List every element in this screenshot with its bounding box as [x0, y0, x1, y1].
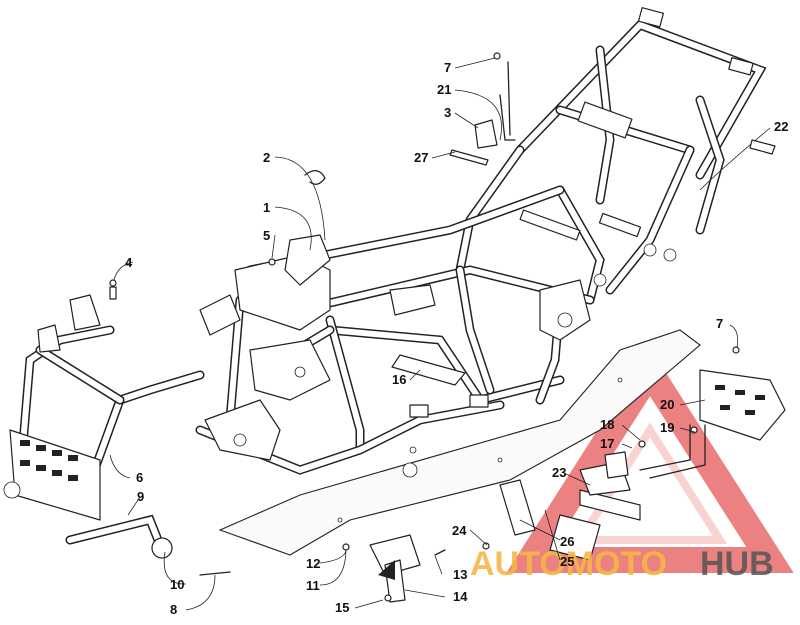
callout-5: 5 — [263, 228, 270, 243]
callout-26: 26 — [560, 534, 574, 549]
callout-14: 14 — [453, 589, 468, 604]
callout-7-right: 7 — [716, 316, 723, 331]
front-bumper — [3, 294, 205, 559]
callout-20: 20 — [660, 397, 674, 412]
hardware — [109, 52, 740, 602]
part-16 — [391, 354, 466, 386]
callout-9: 9 — [137, 489, 144, 504]
hitch-brackets — [369, 451, 641, 603]
callouts: 1 2 3 4 5 6 7 7 8 9 10 11 12 13 14 15 16… — [125, 60, 788, 617]
callout-6: 6 — [136, 470, 143, 485]
callout-17: 17 — [600, 436, 614, 451]
bumper-slots — [20, 440, 78, 481]
callout-16: 16 — [392, 372, 406, 387]
watermark-text-light: AUTOMOTO — [470, 545, 667, 583]
callout-15: 15 — [335, 600, 349, 615]
callout-22: 22 — [774, 119, 788, 134]
watermark-text-dark: HUB — [700, 545, 774, 583]
callout-18: 18 — [600, 417, 614, 432]
callout-21: 21 — [437, 82, 451, 97]
callout-19: 19 — [660, 420, 674, 435]
rear-grab-rack — [639, 369, 786, 479]
callout-23: 23 — [552, 465, 566, 480]
skid-plate — [218, 329, 701, 556]
rear-frame — [455, 7, 767, 305]
callout-12: 12 — [306, 556, 320, 571]
callout-24: 24 — [452, 523, 467, 538]
part-22-decal — [749, 139, 776, 155]
callout-27: 27 — [414, 150, 428, 165]
callout-11: 11 — [306, 578, 320, 593]
callout-8: 8 — [170, 602, 177, 617]
callout-7-top: 7 — [444, 60, 451, 75]
callout-10: 10 — [170, 577, 184, 592]
watermark-logo: AUTOMOTO HUB — [470, 545, 774, 583]
callout-3: 3 — [444, 105, 451, 120]
callout-13: 13 — [453, 567, 467, 582]
callout-2: 2 — [263, 150, 270, 165]
callout-1: 1 — [263, 200, 270, 215]
callout-4: 4 — [125, 255, 133, 270]
callout-25: 25 — [560, 554, 574, 569]
leader-lines — [109, 57, 771, 611]
main-frame — [195, 149, 595, 475]
